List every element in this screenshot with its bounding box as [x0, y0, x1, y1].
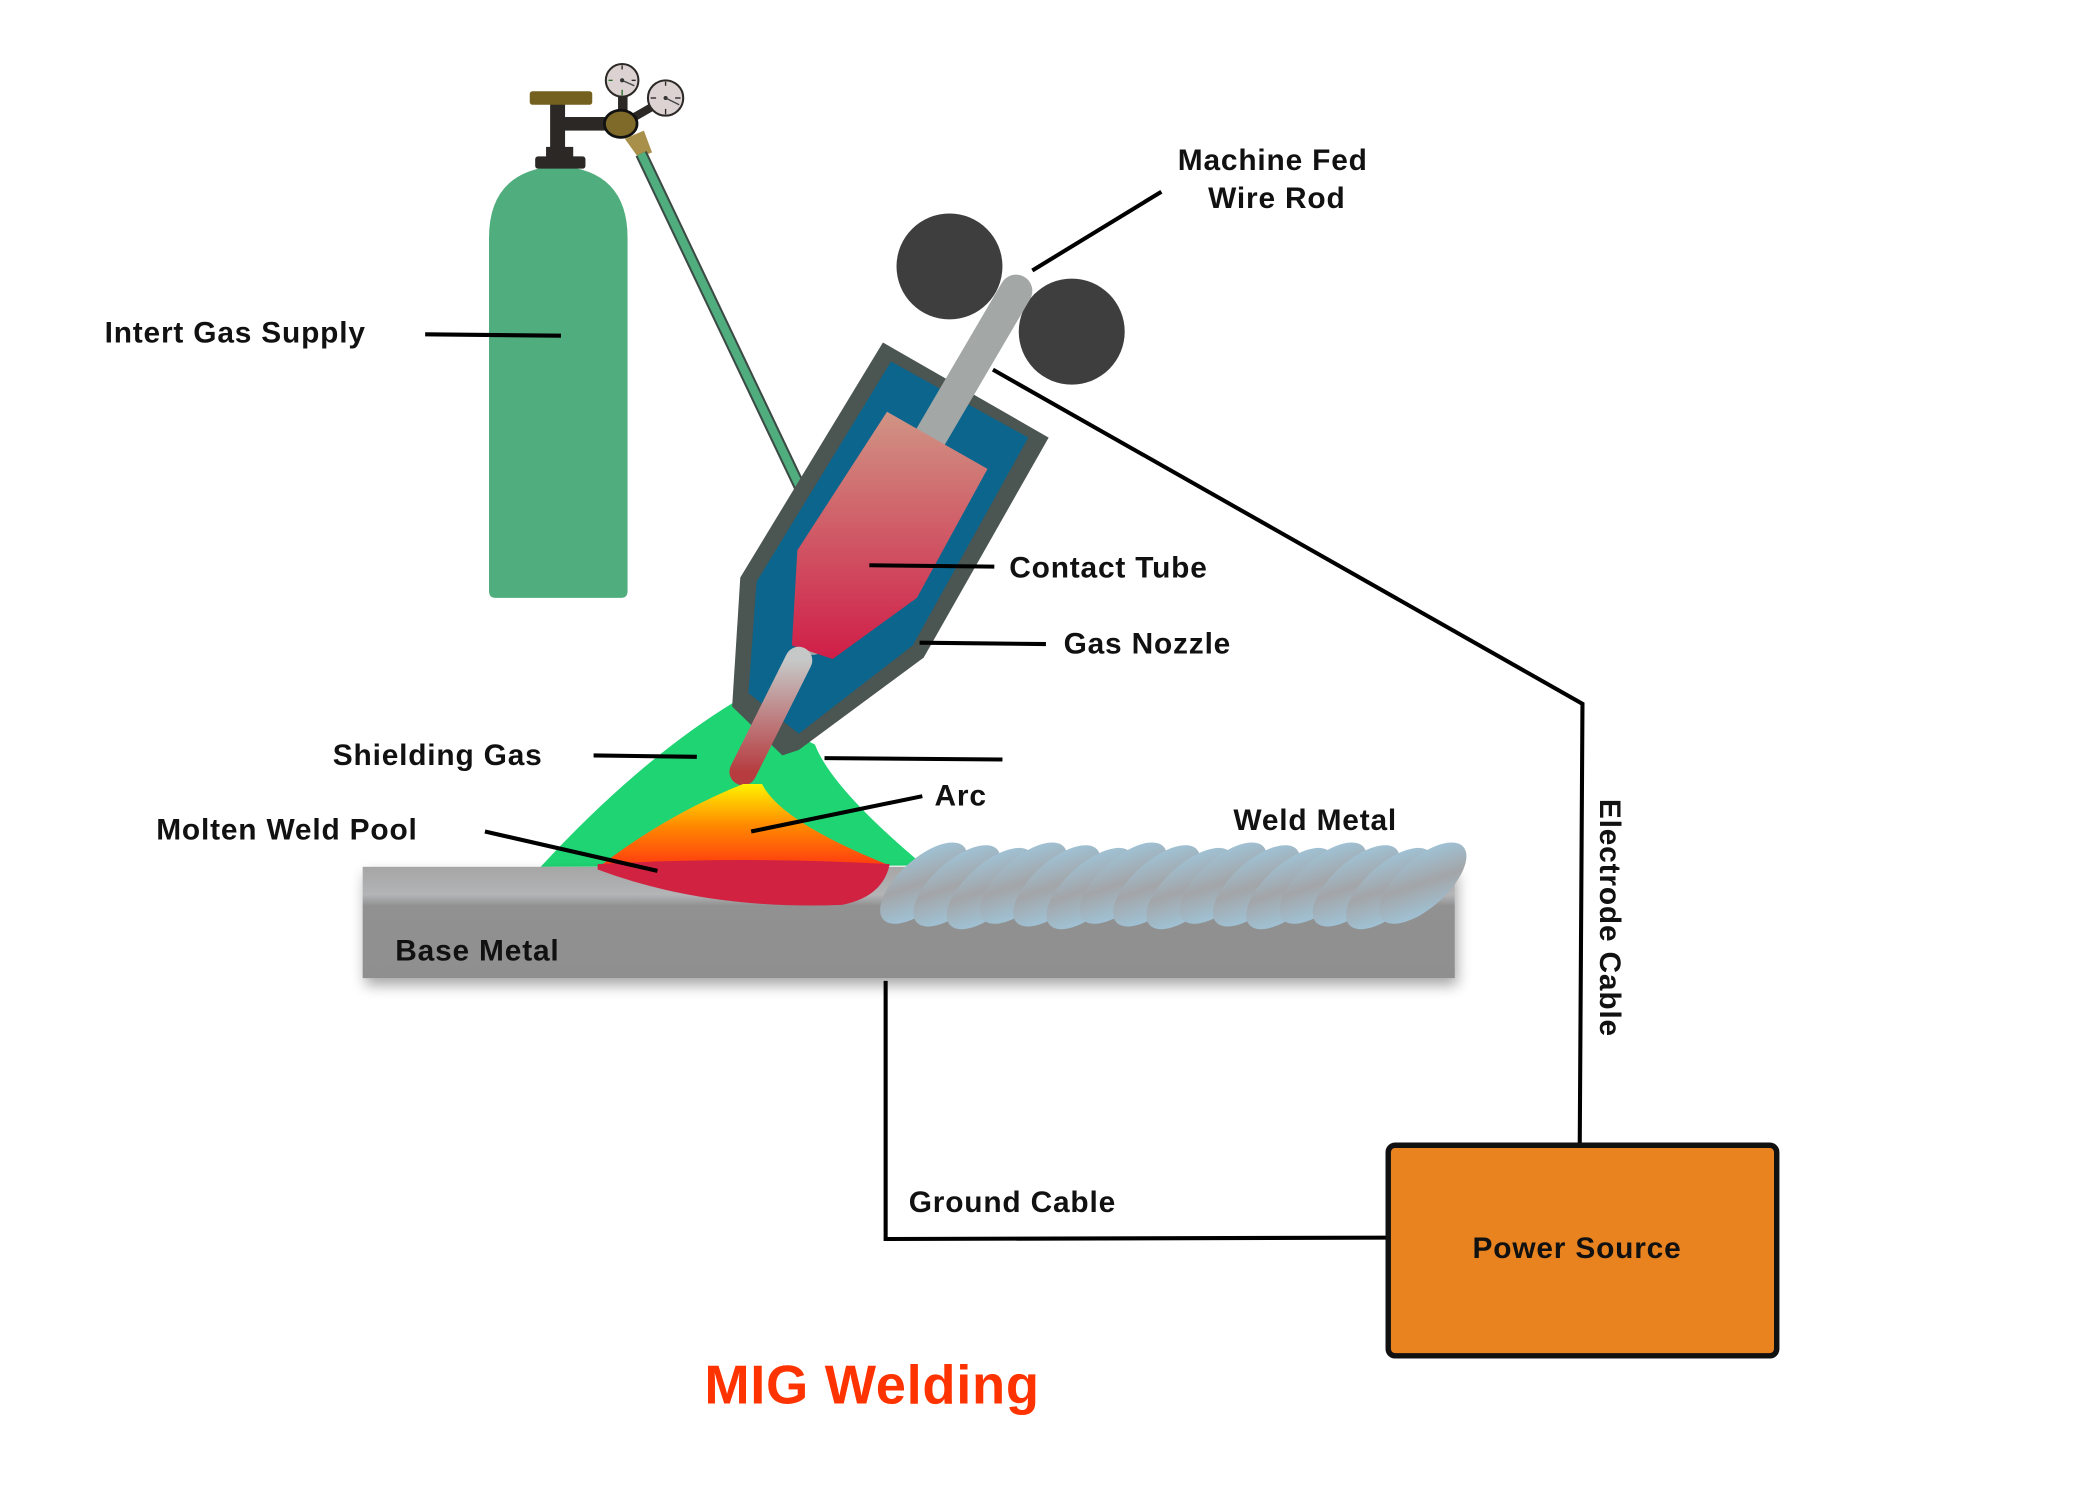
- weld-ripple: [1279, 842, 1367, 924]
- weld-ripple: [1212, 845, 1301, 927]
- electrode-cable: [991, 367, 1585, 1143]
- label-gas-nozzle: Gas Nozzle: [1064, 628, 1232, 661]
- gas-cylinder: [489, 88, 665, 598]
- power-source: Power Source: [1385, 1142, 1780, 1359]
- leader-shielding-gas-right: [824, 756, 1003, 762]
- weld-ripple: [1179, 842, 1267, 924]
- weld-ripple: [1312, 845, 1400, 927]
- label-electrode-cable: Electrode Cable: [1593, 799, 1626, 1037]
- label-molten-pool: Molten Weld Pool: [156, 814, 417, 847]
- valve-handle: [529, 91, 593, 105]
- label-weld-metal: Weld Metal: [1233, 804, 1397, 837]
- cylinder-neck: [535, 156, 586, 169]
- shielding-gas: [540, 702, 924, 867]
- label-arc: Arc: [935, 780, 987, 813]
- regulator: [603, 108, 653, 158]
- label-ground-cable: Ground Cable: [909, 1186, 1116, 1219]
- weld-ripple: [1379, 842, 1467, 924]
- feed-roller-upper: [896, 213, 1003, 320]
- pressure-gauge-2: [646, 79, 685, 117]
- ground-cable: [883, 980, 1389, 1242]
- leader-arc: [750, 794, 923, 834]
- diagram-title: MIG Welding: [704, 1354, 1039, 1415]
- leader-gas-nozzle: [919, 640, 1046, 647]
- leader-contact-tube: [869, 563, 995, 569]
- molten-weld-pool: [597, 860, 890, 906]
- leader-shielding-gas-left: [593, 753, 697, 759]
- label-base-metal: Base Metal: [395, 935, 559, 968]
- contact-tube: [791, 411, 988, 659]
- feed-roller-lower: [1018, 278, 1125, 385]
- arc: [599, 783, 890, 867]
- valve-stem: [550, 103, 566, 150]
- pressure-gauge-1: [604, 63, 640, 98]
- weld-ripple: [1013, 845, 1101, 927]
- weld-ripple: [913, 845, 1001, 927]
- weld-ripple: [880, 842, 968, 924]
- leader-wire-rod: [1031, 189, 1163, 273]
- weld-ripple: [979, 842, 1068, 924]
- label-wire-rod-line1: Machine Fed: [1178, 144, 1368, 177]
- power-source-label: Power Source: [1473, 1232, 1682, 1265]
- leader-molten-pool: [484, 829, 658, 873]
- label-shielding-gas: Shielding Gas: [333, 739, 543, 772]
- label-wire-rod-line2: Wire Rod: [1208, 182, 1345, 215]
- electrode-tip: [729, 646, 813, 786]
- gas-hose: [635, 151, 810, 499]
- leader-gas-supply: [425, 332, 562, 338]
- label-gas-supply: Intert Gas Supply: [105, 316, 366, 349]
- weld-metal-bead: [880, 842, 1467, 930]
- weld-ripple: [1079, 842, 1167, 924]
- weld-ripple: [1113, 845, 1201, 927]
- label-contact-tube: Contact Tube: [1009, 551, 1207, 584]
